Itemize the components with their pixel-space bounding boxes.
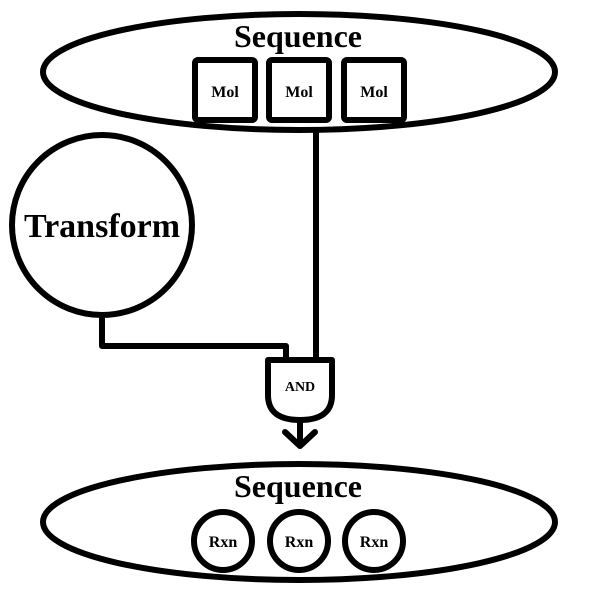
top-sequence: Sequence Mol Mol Mol [40,11,558,133]
top-sequence-label: Sequence [234,18,362,54]
rxn-circle-label: Rxn [209,534,238,551]
and-gate-shape [265,357,335,423]
mol-box-label: Mol [211,84,239,101]
rxn-circle: Rxn [267,509,331,573]
arrow-head-icon [282,429,318,449]
mol-box-label: Mol [285,84,313,101]
mol-box-label: Mol [360,84,388,101]
mol-box: Mol [192,57,258,123]
and-gate: AND [265,357,335,423]
transform-circle [9,132,195,318]
rxn-circle: Rxn [342,509,406,573]
bottom-sequence-label: Sequence [234,468,362,504]
transform-node: Transform [9,132,195,318]
and-gate-label: AND [285,380,315,395]
rxn-circle-label: Rxn [285,534,314,551]
transform-to-and-connector [99,313,289,363]
mol-box: Mol [266,57,332,123]
transform-label: Transform [24,208,180,245]
bottom-sequence: Sequence Rxn Rxn Rxn [40,461,558,583]
mol-box: Mol [341,57,407,123]
rxn-circle: Rxn [191,509,255,573]
rxn-circle-label: Rxn [360,534,389,551]
